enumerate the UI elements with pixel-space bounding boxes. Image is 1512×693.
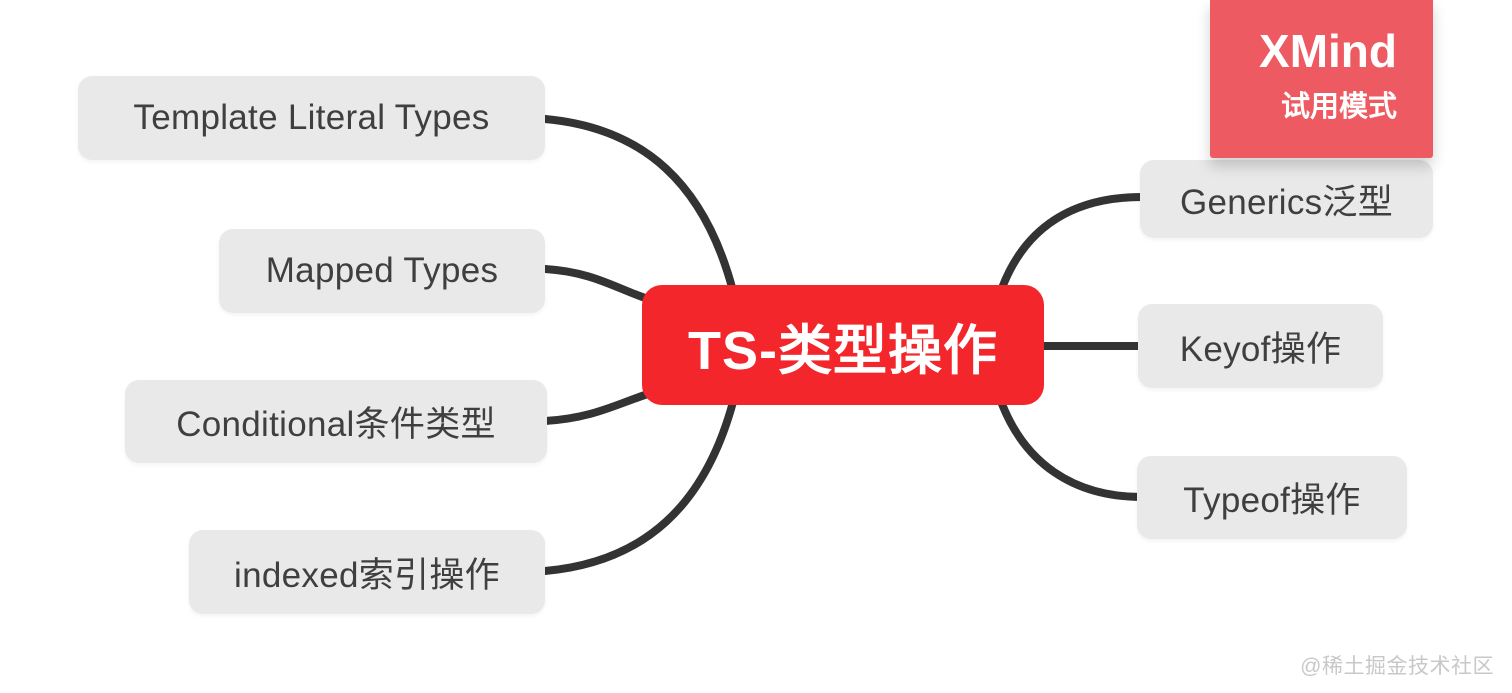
topic-typeof[interactable]: Typeof操作: [1137, 456, 1407, 539]
xmind-trial-watermark: XMind 试用模式: [1210, 0, 1433, 158]
xmind-trial-mode-label: 试用模式: [1280, 91, 1397, 124]
topic-label: Conditional条件类型: [176, 405, 496, 444]
topic-label: indexed索引操作: [234, 555, 500, 595]
connector-conditional: [541, 388, 658, 425]
topic-label: Template Literal Types: [133, 98, 490, 137]
central-topic[interactable]: TS-类型操作: [642, 285, 1044, 405]
connector-indexed: [541, 398, 737, 575]
central-topic-label: TS-类型操作: [688, 320, 998, 381]
topic-label: Keyof操作: [1179, 329, 1342, 369]
xmind-logo-text: XMind: [1259, 24, 1397, 77]
topic-mapped-types[interactable]: Mapped Types: [219, 229, 545, 313]
topic-label: Generics泛型: [1179, 182, 1394, 222]
topic-template-literal-types[interactable]: Template Literal Types: [78, 76, 545, 160]
topic-conditional-types[interactable]: Conditional条件类型: [125, 380, 547, 463]
connector-template-literal-types: [541, 115, 737, 295]
connector-typeof: [998, 400, 1146, 501]
topic-label: Mapped Types: [265, 251, 499, 290]
topic-label: Typeof操作: [1183, 481, 1361, 520]
topic-generics[interactable]: Generics泛型: [1140, 160, 1433, 238]
community-watermark: @稀土掘金技术社区: [1300, 655, 1494, 678]
connector-mapped-types: [541, 265, 658, 305]
connector-generics: [998, 193, 1146, 292]
topic-indexed-access[interactable]: indexed索引操作: [189, 530, 545, 614]
topic-keyof[interactable]: Keyof操作: [1138, 304, 1383, 388]
